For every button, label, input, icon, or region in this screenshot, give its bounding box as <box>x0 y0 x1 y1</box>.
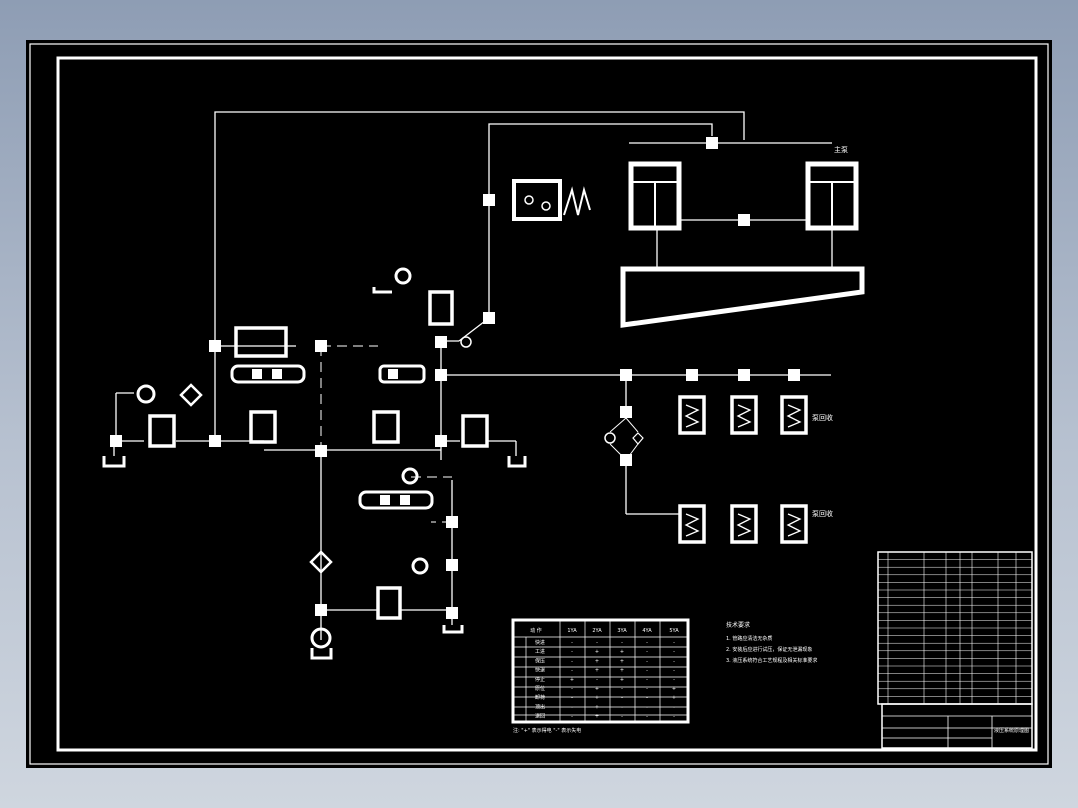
table-cell: - <box>621 704 623 710</box>
table-cell: + <box>595 649 599 655</box>
table-cell: - <box>596 677 598 683</box>
label-main-pump: 主泵 <box>834 145 848 154</box>
spring-symbol <box>563 186 591 216</box>
action-table-text: 动 作 1YA 2YA 3YA 4YA 5YA 快进 - - - - - 工进 - + + - - 保压 - + + - - 快… <box>530 627 679 720</box>
table-cell: - <box>646 677 648 683</box>
table-cell: - <box>621 695 623 701</box>
check-valve <box>460 336 472 348</box>
table-cell: - <box>646 714 648 720</box>
table-cell: - <box>646 640 648 646</box>
table-cell: + <box>595 714 599 720</box>
note-1: 1. 管路应清洁无杂质 <box>726 635 772 642</box>
table-cell: + <box>672 695 676 701</box>
table-cell: 快退 <box>535 667 545 674</box>
table-cell: - <box>673 658 675 664</box>
valve-springs <box>684 404 802 537</box>
table-cell: 停止 <box>535 676 545 683</box>
directional-valves <box>230 364 434 510</box>
table-cell: + <box>595 658 599 664</box>
table-cell: 原位 <box>535 685 545 692</box>
table-cell: - <box>673 640 675 646</box>
table-cell: - <box>673 649 675 655</box>
table-header-cell: 5YA <box>669 628 679 634</box>
table-cell: - <box>646 704 648 710</box>
table-cell: 顶出 <box>535 703 545 710</box>
check-valve-right <box>604 432 616 444</box>
table-cell: + <box>620 658 624 664</box>
table-cell: + <box>672 686 676 692</box>
pilot-lines <box>320 345 453 565</box>
pipelines <box>115 111 833 640</box>
filter-symbol-lower <box>309 550 333 574</box>
table-cell: - <box>571 649 573 655</box>
filter-symbol <box>179 383 203 407</box>
work-platform <box>620 266 865 328</box>
label-recovery-upper: 泵回收 <box>812 413 833 422</box>
table-cell: - <box>646 649 648 655</box>
table-cell: + <box>620 649 624 655</box>
table-cell: + <box>595 695 599 701</box>
table-cell: - <box>571 668 573 674</box>
table-header-cell: 动 作 <box>530 627 542 634</box>
valve-blocks <box>148 290 489 620</box>
junction-nodes <box>110 137 800 619</box>
drawing-sheet: 主泵 泵回收 泵回收 技术要求 1. 管路应清洁无杂质 2. 安装后应进行试压，… <box>26 40 1052 768</box>
table-header-cell: 4YA <box>642 628 652 634</box>
table-cell: 工进 <box>535 648 545 655</box>
table-header-cell: 3YA <box>617 628 627 634</box>
table-cell: - <box>571 704 573 710</box>
table-header-cell: 2YA <box>592 628 602 634</box>
table-cell: - <box>646 686 648 692</box>
table-cell: - <box>646 695 648 701</box>
table-cell: - <box>571 686 573 692</box>
table-cell: 卸荷 <box>535 694 545 701</box>
table-cell: - <box>571 714 573 720</box>
table-cell: + <box>595 668 599 674</box>
table-cell: - <box>621 714 623 720</box>
table-cell: - <box>673 704 675 710</box>
oil-tanks <box>102 287 527 660</box>
outer-border <box>29 43 1049 765</box>
table-cell: 退回 <box>535 713 545 720</box>
table-cell: - <box>571 658 573 664</box>
parts-list-rows <box>878 559 1032 697</box>
label-recovery-lower: 泵回收 <box>812 509 833 518</box>
note-2: 2. 安装后应进行试压，保证无泄漏现象 <box>726 646 812 653</box>
heater-unit <box>512 179 562 221</box>
cylinder-details <box>631 181 856 228</box>
pumps <box>136 267 429 649</box>
table-cell: + <box>570 677 574 683</box>
note-3: 3. 液压系统符合工艺规程及相关标准要求 <box>726 657 817 664</box>
table-cell: - <box>673 668 675 674</box>
table-cell: 保压 <box>535 657 545 664</box>
table-cell: - <box>621 640 623 646</box>
relief-valves <box>678 395 808 544</box>
table-cell: 快进 <box>535 639 545 646</box>
table-cell: + <box>595 704 599 710</box>
table-footnote: 注: "+" 表示得电 "-" 表示失电 <box>513 727 581 734</box>
table-header-cell: 1YA <box>567 628 577 634</box>
table-cell: - <box>673 677 675 683</box>
table-cell: + <box>620 677 624 683</box>
title-block <box>881 703 1033 749</box>
table-cell: + <box>595 686 599 692</box>
table-cell: - <box>646 668 648 674</box>
table-cell: - <box>673 714 675 720</box>
table-cell: - <box>571 695 573 701</box>
table-cell: + <box>620 668 624 674</box>
action-table-grid <box>511 618 690 724</box>
inner-border <box>56 56 1038 752</box>
table-cell: - <box>596 640 598 646</box>
table-cell: - <box>646 658 648 664</box>
title-block-name: 液压系统原理图 <box>994 727 1029 734</box>
table-cell: - <box>571 640 573 646</box>
notes-title: 技术要求 <box>726 621 750 629</box>
table-cell: - <box>621 686 623 692</box>
hydraulic-schematic: 主泵 泵回收 泵回收 技术要求 1. 管路应清洁无杂质 2. 安装后应进行试压，… <box>29 43 1049 765</box>
